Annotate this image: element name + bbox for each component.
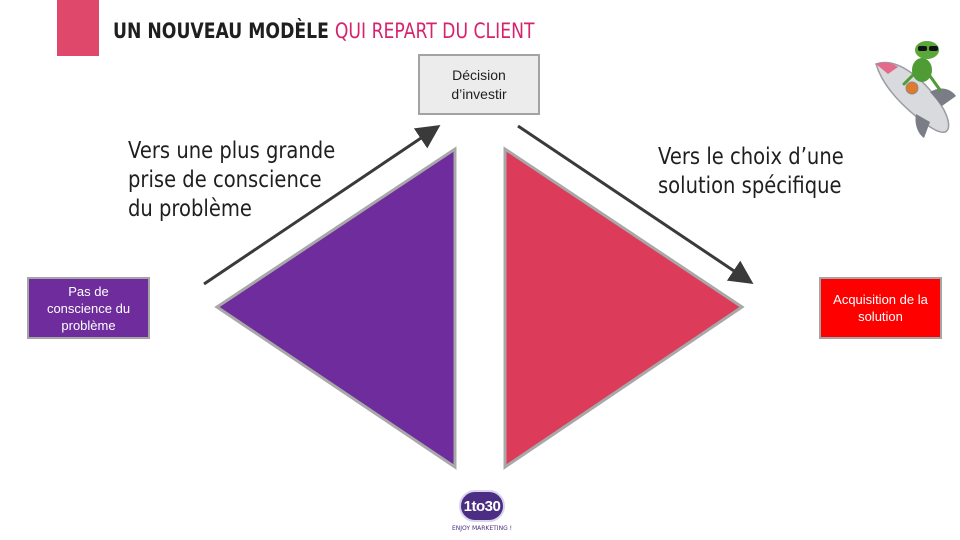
title-accent-part: QUI REPART DU CLIENT bbox=[334, 19, 535, 43]
awareness-arrow bbox=[203, 124, 441, 286]
frog-on-rocket-icon bbox=[875, 41, 956, 138]
start-stage-box: Pas de conscience du problème bbox=[27, 277, 150, 339]
end-stage-box: Acquisition de la solution bbox=[819, 277, 942, 339]
logo-badge: 1to30 bbox=[459, 490, 505, 522]
company-logo: 1to30 ENJOY MARKETING ! bbox=[452, 490, 512, 538]
title-bold-part: UN NOUVEAU MODÈLE bbox=[113, 19, 329, 43]
choice-triangle bbox=[503, 146, 745, 470]
choice-arrow bbox=[517, 124, 754, 285]
logo-tagline: ENJOY MARKETING ! bbox=[451, 525, 513, 532]
awareness-triangle bbox=[214, 146, 457, 470]
awareness-caption: Vers une plus grande prise de conscience… bbox=[128, 138, 336, 222]
decision-box: Décision d’investir bbox=[418, 54, 540, 115]
title-accent-square bbox=[57, 0, 99, 56]
choice-caption: Vers le choix d’une solution spécifique bbox=[658, 144, 844, 199]
slide-title: UN NOUVEAU MODÈLE QUI REPART DU CLIENT bbox=[113, 17, 535, 45]
